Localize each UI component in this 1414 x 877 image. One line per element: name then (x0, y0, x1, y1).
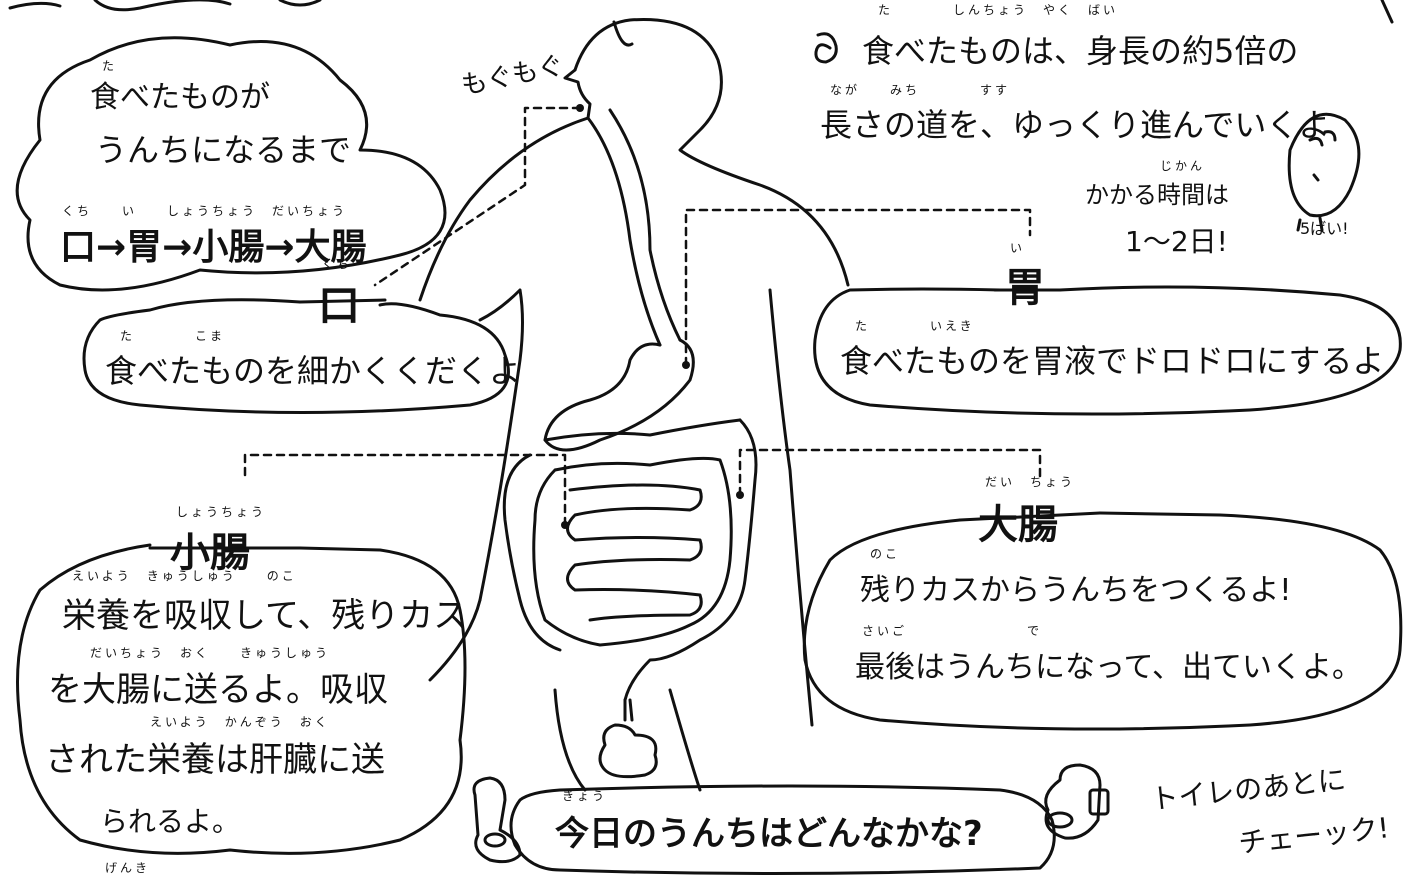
mouth-cloud (82, 298, 510, 414)
mouth-desc: 食べたものを細かくくだくよ (105, 352, 522, 390)
stomach-desc-ruby: た いえき (855, 319, 975, 333)
spiral-icon (814, 32, 838, 64)
stomach-desc: 食べたものを胃液でドロドロにするよ (840, 342, 1385, 380)
intro-route: 口→胃→小腸→大腸 (60, 227, 367, 268)
banner-ruby: きょう (562, 789, 608, 803)
large-intestine-title: 大腸 (978, 502, 1058, 548)
small-intestine-ruby-1: えいよう きゅうしゅう のこ (72, 569, 297, 583)
bottom-ruby: げんき (105, 861, 151, 875)
small-intestine-line-2: を大腸に送るよ。吸収 (48, 670, 388, 710)
fact-ruby-1: た しんちょう やく ばい (878, 3, 1119, 17)
stomach-title-ruby: い (1010, 241, 1026, 255)
large-intestine-ruby-2: さいご で (862, 624, 1043, 638)
toilet-icon-right (1044, 763, 1102, 840)
large-intestine-cloud (802, 511, 1403, 731)
poop-icon (598, 723, 658, 779)
small-intestine-title-ruby: しょうちょう (176, 505, 267, 519)
intro-cloud (15, 36, 447, 292)
small-intestine-ruby-3: えいよう かんぞう おく (150, 715, 330, 729)
stomach-title: 胃 (1005, 265, 1045, 311)
fact-time-ruby: じかん (1160, 159, 1206, 173)
large-intestine-organ (502, 418, 758, 702)
small-intestine-line-3: された栄養は肝臓に送 (45, 740, 385, 780)
fact-line-1: 食べたものは、身長の約5倍の (862, 32, 1299, 70)
mascot-icon (1287, 112, 1361, 218)
large-intestine-line-2: 最後はうんちになって、出ていくよ。 (855, 650, 1362, 685)
banner-text: 今日のうんちはどんなかな? (555, 814, 983, 854)
intro-line-1: 食べたものが (90, 80, 270, 115)
small-intestine-ruby-2: だいちょう おく きゅうしゅう (90, 646, 331, 660)
stomach-organ (543, 338, 695, 452)
mouth-title: 口 (318, 281, 361, 330)
intro-ruby-1: た (102, 59, 118, 73)
esophagus (586, 116, 662, 347)
small-intestine-title: 小腸 (170, 530, 250, 576)
small-intestine-line-1: 栄養を吸収して、残りカス (62, 596, 468, 636)
intro-line-2: うんちになるまで (95, 131, 352, 169)
mouth-desc-ruby: た こま (120, 329, 226, 343)
small-intestine-organ (566, 483, 703, 622)
toilet-icon-left (472, 776, 522, 864)
large-intestine-ruby-1: のこ (870, 547, 901, 561)
mouth-title-ruby: くち (322, 257, 353, 271)
mascot-caption: 5ばい! (1300, 219, 1349, 238)
intro-route-ruby: くち い しょうちょう だいちょう (62, 204, 348, 218)
fact-time-1: かかる時間は (1085, 181, 1229, 209)
large-intestine-title-ruby: だい ちょう (985, 475, 1076, 489)
corner-scribble (8, 1, 62, 10)
large-intestine-line-1: 残りカスからうんちをつくるよ! (860, 573, 1292, 608)
small-intestine-cloud (16, 543, 467, 855)
body-outline (573, 18, 850, 287)
small-intestine-line-4: られるよ。 (100, 805, 241, 838)
banner-cloud (509, 784, 1056, 876)
fact-ruby-2: なが みち すす (830, 83, 1011, 97)
stomach-cloud (813, 285, 1402, 416)
fact-line-2: 長さの道を、ゆっくり進んでいくよ (820, 106, 1331, 144)
fact-time-2: 1〜2日! (1125, 225, 1228, 258)
